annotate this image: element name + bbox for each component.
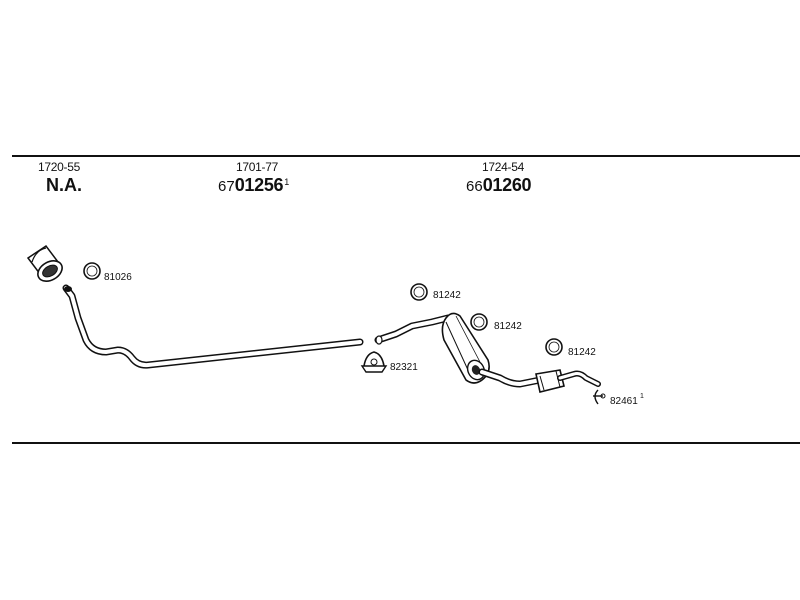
gasket-ring-icon: [470, 313, 488, 331]
front-pipe: [62, 284, 364, 369]
top-divider: [12, 155, 800, 157]
mid-pipe: [374, 314, 452, 345]
col2-part-prefix: 67: [218, 178, 235, 195]
label-81242-rear: 81242: [568, 347, 596, 358]
col2-part-number: 67012561: [218, 175, 289, 196]
gasket-ring-icon: [545, 338, 563, 356]
label-81242-top: 81242: [433, 290, 461, 301]
u-clamp-icon: [360, 351, 388, 373]
col2-part-main: 01256: [234, 175, 284, 195]
gasket-ring-icon: [83, 262, 101, 280]
main-muffler: [441, 312, 490, 384]
front-connector-icon: [26, 244, 63, 282]
label-81026: 81026: [104, 272, 132, 283]
label-81242-mid: 81242: [494, 321, 522, 332]
bottom-divider: [12, 442, 800, 444]
label-82461: 82461: [610, 396, 638, 407]
tail-pipe: [478, 368, 544, 388]
rubber-hanger-icon: [593, 389, 606, 405]
rear-silencer: [535, 369, 601, 393]
label-82461-sup: 1: [640, 393, 644, 400]
col2-part-sup: 1: [284, 177, 290, 187]
label-82321: 82321: [390, 362, 418, 373]
col3-part-prefix: 66: [466, 178, 483, 195]
col3-part-number: 6601260: [466, 175, 532, 196]
col1-code: 1720-55: [38, 160, 80, 174]
col2-code: 1701-77: [236, 160, 278, 174]
col3-part-main: 01260: [482, 175, 532, 195]
col3-code: 1724-54: [482, 160, 524, 174]
gasket-ring-icon: [410, 283, 428, 301]
col1-part-number: N.A.: [46, 175, 82, 195]
